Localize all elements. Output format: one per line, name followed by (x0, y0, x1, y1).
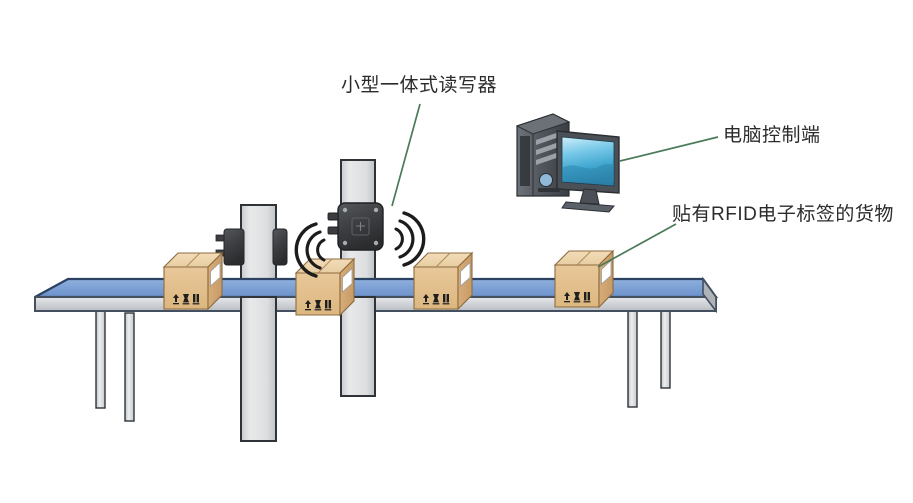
leader-line-computer (619, 136, 719, 162)
rf-waves-right (394, 211, 426, 267)
computer-tower (515, 113, 571, 197)
label-computer-terminal: 电脑控制端 (723, 125, 821, 146)
computer-monitor (556, 130, 620, 213)
carton-box-3 (413, 252, 473, 310)
secondary-post-front (240, 296, 277, 442)
label-rfid-reader: 小型一体式读写器 (341, 75, 498, 96)
conveyor-legs (95, 305, 671, 422)
carton-box-1 (163, 252, 223, 310)
carton-box-4 (554, 250, 614, 308)
conveyor-surface (34, 277, 719, 299)
rfid-reader-device (327, 202, 384, 251)
leader-lines (391, 103, 719, 268)
leader-line-reader (391, 103, 421, 207)
reader-post-front (340, 296, 376, 397)
leader-line-goods (597, 223, 677, 268)
label-rfid-tagged-goods: 贴有RFID电子标签的货物 (672, 204, 894, 225)
computer-workstation (515, 113, 620, 213)
